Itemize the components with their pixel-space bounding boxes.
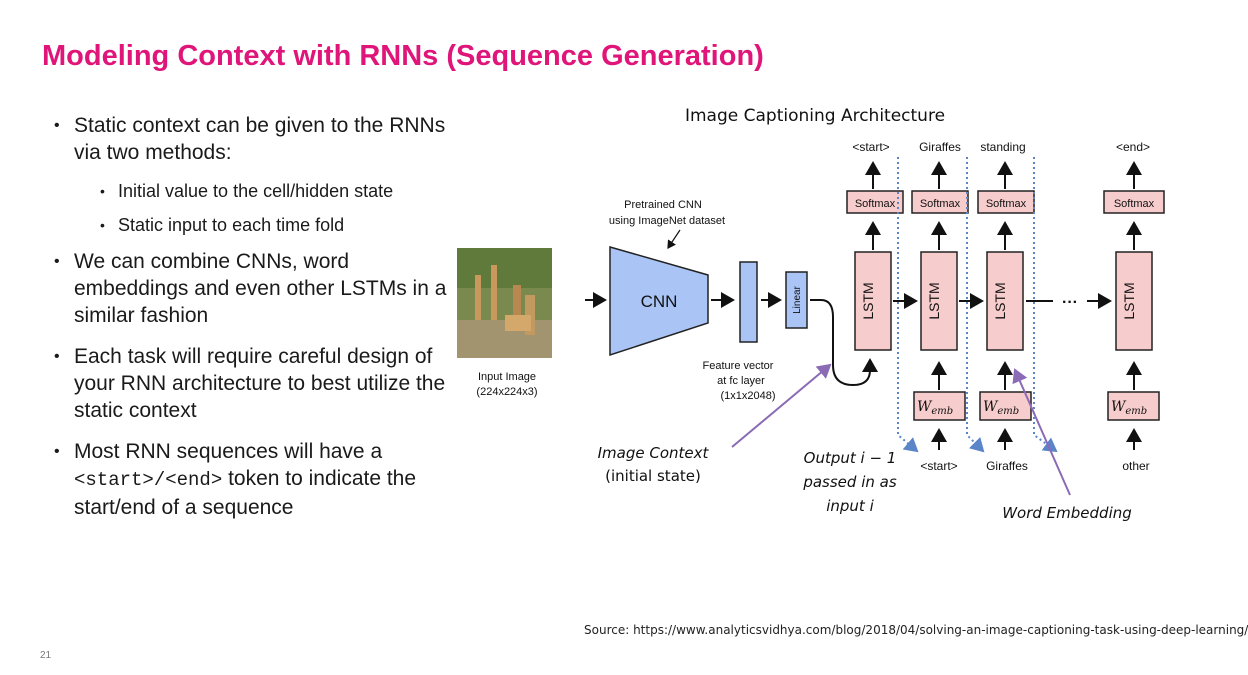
lstm-label-3: LSTM [992,282,1008,319]
page-number: 21 [40,650,52,661]
softmax-label-2: Softmax [920,198,961,210]
lstm-column-3: Softmax LSTM standing Wemb Giraffes [977,140,1035,473]
output-token-3: standing [980,140,1025,154]
output-token-1: <start> [852,140,889,154]
bullet-list: Static context can be given to the RNNs … [52,112,452,535]
lstm-label-1: LSTM [860,282,876,319]
emb-label-3: Wemb [1111,399,1147,417]
cnn-note-1: Pretrained CNN [624,199,702,211]
lstm-column-last: Softmax LSTM <end> Wemb other [1103,140,1165,473]
bullet-static-context: Static context can be given to the RNNs … [52,112,452,166]
sub-bullet-static-input: Static input to each time fold [52,214,452,236]
image-captioning-diagram: Image Captioning Architecture Input Imag… [457,106,1165,522]
bullet-combine: We can combine CNNs, word embeddings and… [52,248,452,329]
linear-label: Linear [792,285,803,313]
cnn-label: CNN [641,292,678,311]
lstm-label-4: LSTM [1121,282,1137,319]
annotation-output-1: Output i − 1 [804,449,897,467]
annotation-word-embedding: Word Embedding [1002,504,1132,522]
softmax-label-4: Softmax [1114,198,1155,210]
output-token-4: <end> [1116,140,1150,154]
linear-block [785,271,808,329]
sub-bullet-initial-value: Initial value to the cell/hidden state [52,180,452,202]
emb-label-2: Wemb [983,399,1019,417]
bullet-tokens-code: <start>/<end> [74,469,223,491]
ellipsis: ··· [1062,294,1078,311]
cnn-note-2: using ImageNet dataset [609,215,725,227]
annotation-output-3: input i [826,497,874,515]
slide-title: Modeling Context with RNNs (Sequence Gen… [42,40,764,72]
bullet-design: Each task will require careful design of… [52,343,452,424]
annotation-image-context-2: (initial state) [605,467,701,485]
feature-label-2: at fc layer [717,375,765,387]
feature-label-3: (1x1x2048) [720,390,775,402]
softmax-label-1: Softmax [855,198,896,210]
lstm-column-1: Softmax LSTM <start> [846,140,904,351]
bullet-tokens-post: token to indicate the start/end of a seq… [74,467,417,519]
annotation-output-2: passed in as [802,473,896,491]
annotation-image-context-1: Image Context [598,444,710,462]
input-token-3: other [1122,459,1149,473]
output-token-2: Giraffes [919,140,961,154]
cnn-block [609,246,709,357]
input-label-2: (224x224x3) [476,386,537,398]
bullet-tokens: Most RNN sequences will have a <start>/<… [52,438,452,521]
feature-vector-block [739,261,758,343]
source-citation: Source: https://www.analyticsvidhya.com/… [584,623,1248,637]
input-label-1: Input Image [478,371,536,383]
diagram-title: Image Captioning Architecture [685,106,945,126]
input-token-1: <start> [920,459,957,473]
emb-label-1: Wemb [917,399,953,417]
input-token-2: Giraffes [986,459,1028,473]
lstm-label-2: LSTM [926,282,942,319]
feature-label-1: Feature vector [703,360,774,372]
bullet-tokens-pre: Most RNN sequences will have a [74,440,383,463]
input-image [457,248,552,358]
softmax-label-3: Softmax [986,198,1027,210]
lstm-column-2: Softmax LSTM Giraffes Wemb <start> [911,140,969,473]
